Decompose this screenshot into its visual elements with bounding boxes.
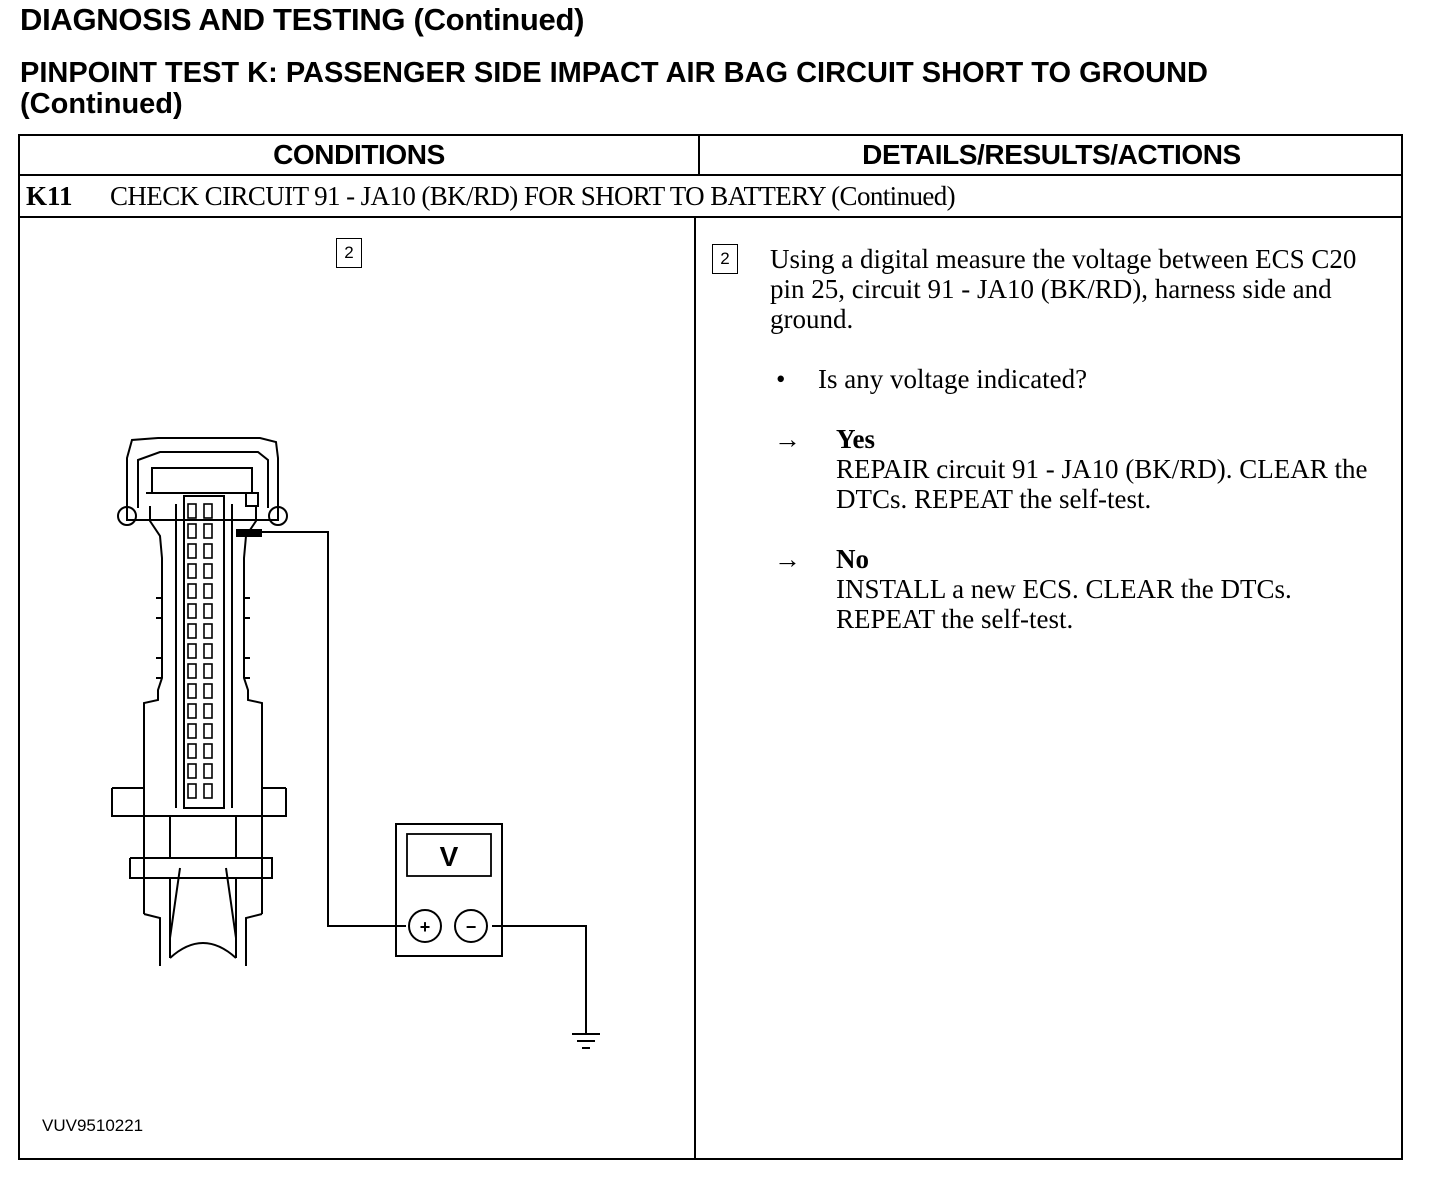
- step-row: K11 CHECK CIRCUIT 91 - JA10 (BK/RD) FOR …: [20, 176, 1401, 218]
- terminal-cavities: [187, 503, 213, 799]
- step-id: K11: [26, 181, 73, 211]
- negative-terminal: [454, 909, 488, 943]
- conditions-step-number-box: 2: [336, 238, 362, 268]
- test-leads: [262, 531, 587, 1034]
- yes-action-text: REPAIR circuit 91 - JA10 (BK/RD). CLEAR …: [836, 454, 1368, 514]
- conditions-column-header: CONDITIONS: [20, 136, 700, 174]
- ecs-connector-drawing: [111, 437, 288, 966]
- pinpoint-test-title-line1: PINPOINT TEST K: PASSENGER SIDE IMPACT A…: [20, 57, 1208, 89]
- figure-id: VUV9510221: [42, 1116, 144, 1135]
- positive-terminal: [408, 909, 442, 943]
- question-text: Is any voltage indicated?: [818, 364, 1088, 394]
- voltmeter: V + −: [395, 823, 503, 957]
- actions-column-header: DETAILS/RESULTS/ACTIONS: [862, 139, 1241, 170]
- table-header-row: CONDITIONS DETAILS/RESULTS/ACTIONS: [20, 136, 1401, 176]
- column-divider: [694, 218, 696, 1158]
- instruction-text: Using a digital measure the voltage betw…: [770, 244, 1357, 334]
- voltmeter-display-label: V: [440, 841, 459, 872]
- step-title: CHECK CIRCUIT 91 - JA10 (BK/RD) FOR SHOR…: [110, 181, 956, 211]
- actions-step-number-box: 2: [712, 244, 738, 274]
- yes-label: Yes: [836, 424, 875, 454]
- test-probe: [236, 529, 262, 537]
- positive-terminal-symbol: +: [420, 917, 431, 937]
- ground-symbol: [572, 1033, 600, 1049]
- yes-arrow: →: [774, 424, 801, 454]
- bullet: •: [776, 364, 786, 394]
- no-label: No: [836, 544, 869, 574]
- connector-voltmeter-diagram: V + −: [111, 437, 600, 1049]
- no-action-text: INSTALL a new ECS. CLEAR the DTCs. REPEA…: [836, 574, 1292, 634]
- pinpoint-test-title: PINPOINT TEST K: PASSENGER SIDE IMPACT A…: [20, 58, 1208, 120]
- page-title: DIAGNOSIS AND TESTING (Continued): [20, 2, 585, 37]
- procedure-table: CONDITIONS DETAILS/RESULTS/ACTIONS K11 C…: [18, 134, 1403, 1160]
- pinpoint-test-title-line2: (Continued): [20, 88, 183, 120]
- negative-terminal-symbol: −: [466, 917, 477, 937]
- no-arrow: →: [774, 544, 801, 574]
